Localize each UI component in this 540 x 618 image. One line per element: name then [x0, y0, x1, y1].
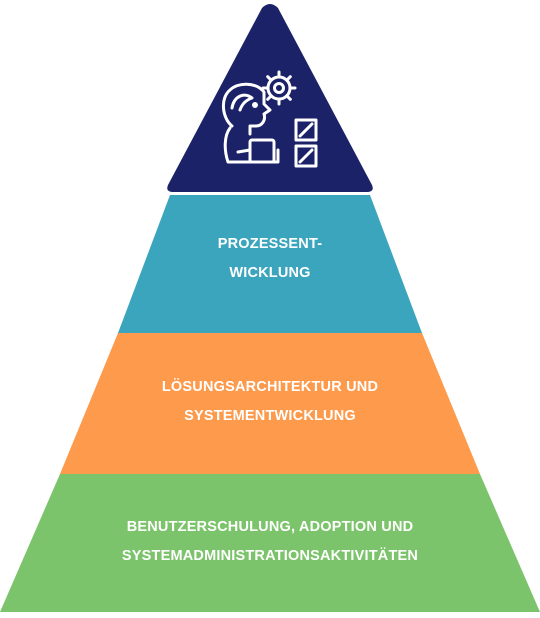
tier-solution-line-1: LÖSUNGSARCHITEKTUR UND	[161, 379, 379, 395]
tier-process-line-1: PROZESSENT-	[217, 236, 323, 252]
tier-solution-label: LÖSUNGSARCHITEKTUR UND SYSTEMENTWICKLUNG	[0, 373, 540, 431]
tier-training-label: BENUTZERSCHULUNG, ADOPTION UND SYSTEMADM…	[0, 513, 540, 571]
head-profile	[222, 82, 272, 136]
person-with-gear-and-checklist-icon	[222, 70, 318, 168]
tier-solution-line-2: SYSTEMENTWICKLUNG	[184, 408, 356, 424]
hair	[230, 93, 254, 112]
gear-icon	[261, 70, 297, 106]
tier-process-label: PROZESSENT- WICKLUNG	[0, 230, 540, 288]
tier-training-line-1: BENUTZERSCHULUNG, ADOPTION UND	[126, 519, 414, 535]
tier-training-shape	[0, 474, 540, 612]
tier-process-shape	[118, 195, 422, 333]
tier-process-line-2: WICKLUNG	[229, 265, 311, 281]
body	[223, 126, 280, 164]
checklist-box-bottom	[294, 144, 318, 168]
tier-solution-shape	[60, 333, 480, 474]
checklist-box-top	[294, 118, 318, 142]
tier-training-line-2: SYSTEMADMINISTRATIONSAKTIVITÄTEN	[121, 548, 419, 564]
